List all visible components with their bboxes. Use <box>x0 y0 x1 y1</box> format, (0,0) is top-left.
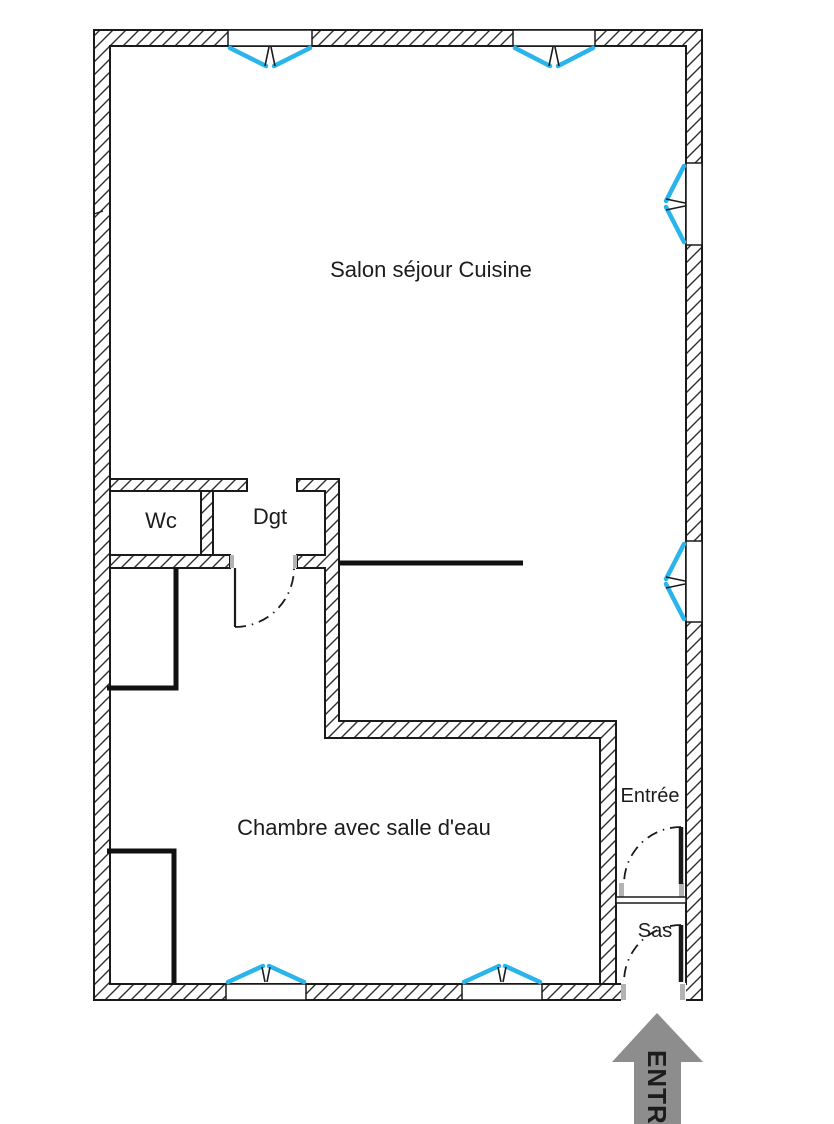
window-opening-top-1 <box>227 29 313 47</box>
label-entree: Entrée <box>621 785 680 807</box>
label-salon: Salon séjour Cuisine <box>330 257 532 282</box>
window-opening-bottom-2 <box>461 983 543 1001</box>
wall-joint-tick <box>93 210 104 215</box>
window-icon-bottom-1 <box>225 963 307 985</box>
doors <box>233 567 684 983</box>
window-opening-right-2 <box>685 540 703 623</box>
casement-window-icons <box>225 45 687 985</box>
window-icon-right-2 <box>663 541 687 622</box>
door-jambs <box>230 555 685 1000</box>
shower-enclosure <box>107 568 179 691</box>
label-chambre: Chambre avec salle d'eau <box>237 815 491 840</box>
sas-partition <box>615 896 687 904</box>
label-wc: Wc <box>145 508 177 533</box>
wall-wc-dgt-top <box>109 478 248 492</box>
window-opening-bottom-1 <box>225 983 307 1001</box>
entrance-arrow: ENTREE <box>612 1013 703 1124</box>
dgt-door-arc <box>234 567 295 628</box>
window-icon-bottom-2 <box>461 963 543 985</box>
entrance-arrow-label: ENTREE <box>642 1050 672 1124</box>
wall-wc-dgt-divider <box>200 490 214 556</box>
window-icon-right-1 <box>663 163 687 245</box>
window-centre-notches <box>261 46 686 983</box>
wall-chambre-entree <box>296 478 617 985</box>
label-sas: Sas <box>638 920 672 942</box>
sas-door-arc <box>623 924 682 983</box>
fixtures <box>107 560 523 983</box>
window-icon-top-2 <box>512 45 596 69</box>
window-icon-top-1 <box>227 45 313 69</box>
entrance-opening <box>621 983 686 1001</box>
window-opening-right-1 <box>685 162 703 246</box>
window-openings <box>225 29 703 1001</box>
room-labels: Salon séjour Cuisine Wc Dgt Chambre avec… <box>145 257 679 942</box>
wall-wc-dgt-bottom <box>109 554 231 569</box>
label-dgt: Dgt <box>253 504 287 529</box>
window-opening-top-2 <box>512 29 596 47</box>
entree-door-arc <box>623 826 682 885</box>
walls <box>93 29 703 1001</box>
wardrobe-enclosure <box>107 848 177 983</box>
entrance-arrow-shape <box>612 1013 703 1124</box>
